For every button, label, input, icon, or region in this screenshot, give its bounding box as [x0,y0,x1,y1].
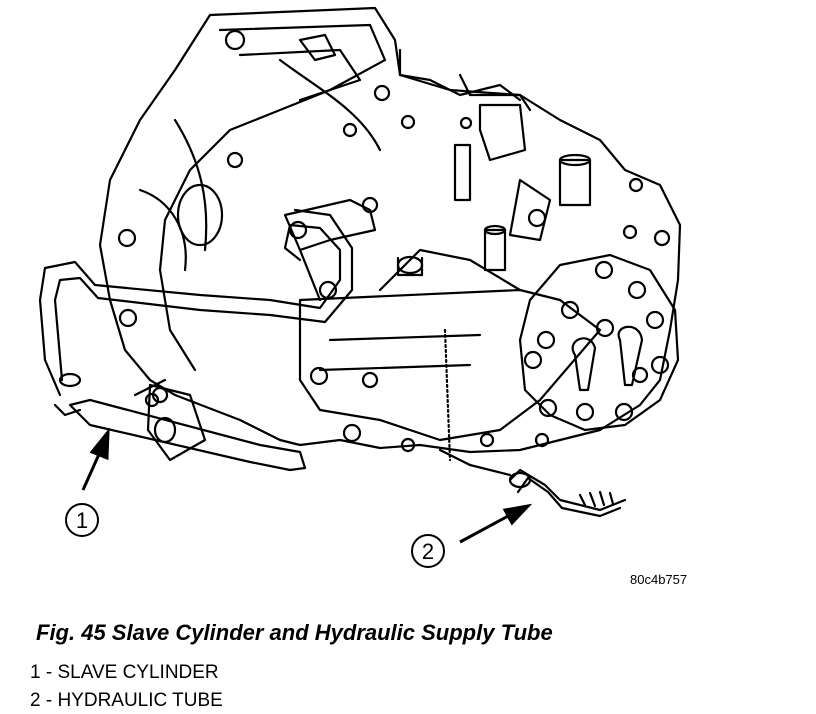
callout-2: 2 [411,534,445,568]
image-code: 80c4b757 [630,572,688,587]
callout-1-label: 1 [76,508,88,533]
transaxle-illustration: 1 2 [38,6,682,568]
slave-cylinder [68,398,307,472]
arrowhead-2 [502,503,533,526]
leader-line-2 [459,513,511,544]
hydraulic-tube [508,468,627,512]
leader-line-1 [81,451,102,491]
legend-item-slave-cylinder: 1 - SLAVE CYLINDER [30,662,219,683]
bell-housing [98,6,682,454]
slave-cylinder-tube [38,223,342,397]
callout-1: 1 [65,503,99,537]
end-cover [518,253,680,432]
legend-item-hydraulic-tube: 2 - HYDRAULIC TUBE [30,690,223,711]
figure-caption: Fig. 45 Slave Cylinder and Hydraulic Sup… [36,620,553,645]
callout-2-label: 2 [422,539,434,564]
arrowhead-1 [89,427,110,461]
